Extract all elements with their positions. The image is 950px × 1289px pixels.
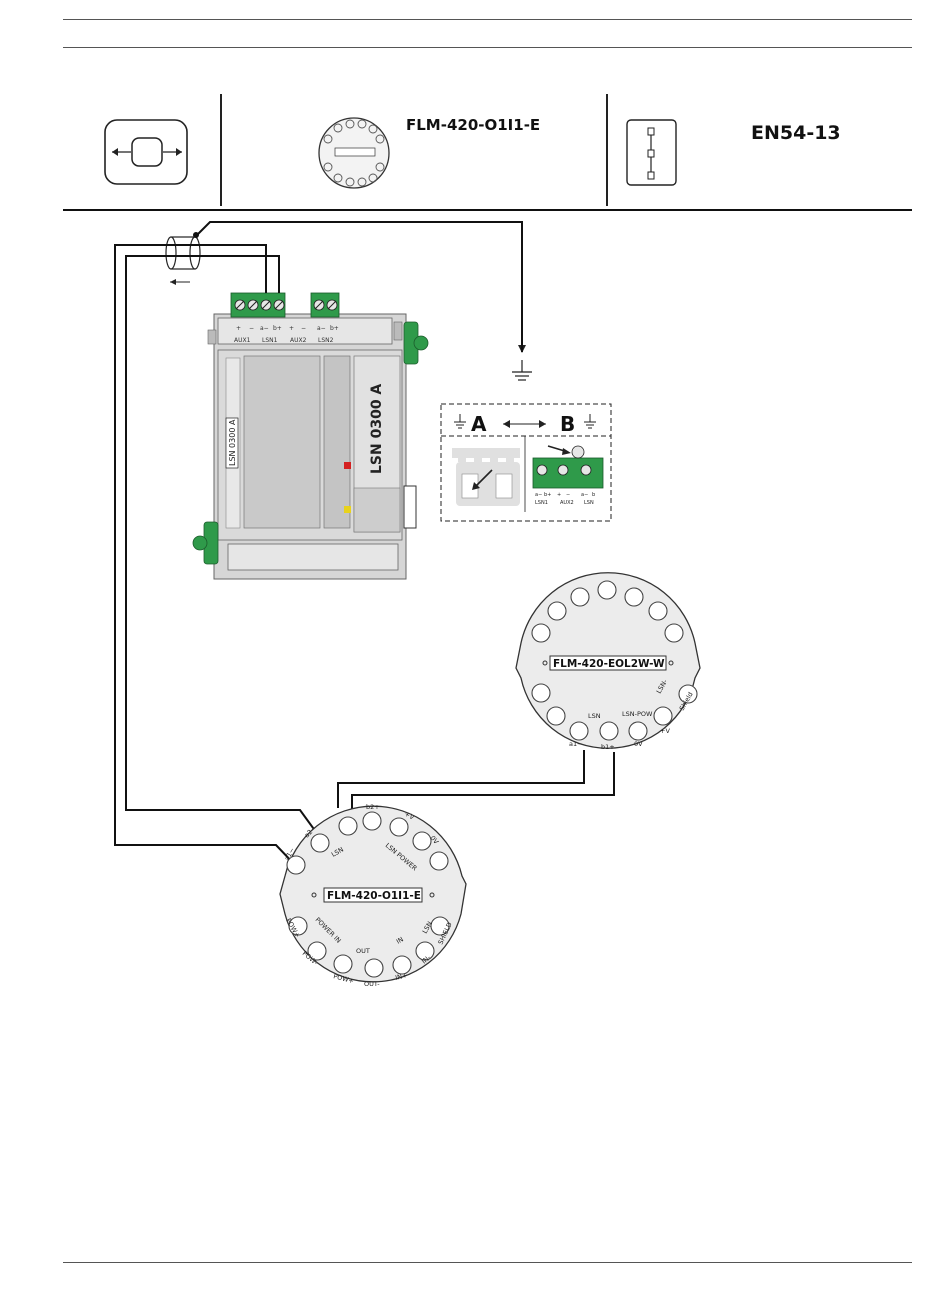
term-sign-3: a−	[260, 325, 269, 332]
b-sign-2: b+	[544, 492, 551, 498]
main-term-out-minus: OUT-	[364, 980, 380, 988]
term-group-aux2: AUX2	[290, 337, 307, 344]
green-clip-left	[193, 522, 218, 564]
b-group-2: AUX2	[560, 500, 574, 506]
term-group-lsn2: LSN2	[318, 337, 334, 344]
term-sign-5: +	[289, 325, 294, 332]
option-a-label: A	[471, 412, 487, 436]
b-group-3: LSN	[584, 500, 594, 506]
mounting-icon	[105, 120, 187, 184]
term-group-lsn1: LSN1	[262, 337, 278, 344]
b-sign-1: a−	[535, 492, 542, 498]
ground-symbol	[512, 360, 532, 380]
lsn-panel: LSN 0300 A LSN 0300 A + − a−	[193, 293, 428, 579]
b-sign-3: +	[557, 492, 561, 498]
b-sign-4: −	[566, 492, 570, 498]
panel-side-label: LSN 0300 A	[228, 419, 237, 466]
green-clip-right	[404, 322, 428, 364]
b-sign-6: b	[592, 492, 595, 498]
term-sign-4: b+	[273, 325, 282, 332]
eol-term-0v: 0V	[634, 740, 643, 748]
option-b-label: B	[560, 412, 575, 436]
line-device-icon	[627, 120, 676, 185]
term-sign-6: −	[301, 325, 306, 332]
terminal-block-aux1-lsn1	[231, 293, 285, 317]
term-sign-8: b+	[330, 325, 339, 332]
eol-term-v: +V	[660, 727, 670, 735]
term-sign-1: +	[236, 325, 241, 332]
terminal-block-lsn2	[311, 293, 339, 317]
b-sign-5: a−	[581, 492, 588, 498]
eol-module: FLM-420-EOL2W-W a1− b1+ 0V +V LSN LSN-PO…	[516, 573, 700, 751]
term-group-aux1: AUX1	[234, 337, 251, 344]
eol-term-b1: b1+	[601, 743, 615, 751]
red-led	[344, 462, 351, 469]
panel-vertical-label: LSN 0300 A	[369, 384, 385, 474]
eol-term-a1: a1−	[569, 740, 583, 748]
b-group-1: LSN1	[535, 500, 548, 506]
earthing-detail-box: A B a− b+ + − a− b LSN1 AUX2 LSN	[441, 404, 611, 521]
main-term-b2: b2+	[366, 803, 380, 811]
eol-group-lsn-pow: LSN-POW	[622, 710, 653, 718]
term-sign-2: −	[249, 325, 254, 332]
main-group-out: OUT	[356, 947, 370, 955]
main-module: FLM-420-O1I1-E a1− a2− b2+ 0V +V LSN LSN…	[280, 803, 466, 988]
eol-group-lsn: LSN	[588, 712, 601, 720]
term-sign-7: a−	[317, 325, 326, 332]
header-module-icon	[319, 118, 389, 188]
eol-module-label: FLM-420-EOL2W-W	[553, 658, 665, 670]
yellow-led	[344, 506, 351, 513]
main-module-label: FLM-420-O1I1-E	[327, 890, 421, 902]
main-term-in-plus: IN+	[394, 971, 408, 982]
